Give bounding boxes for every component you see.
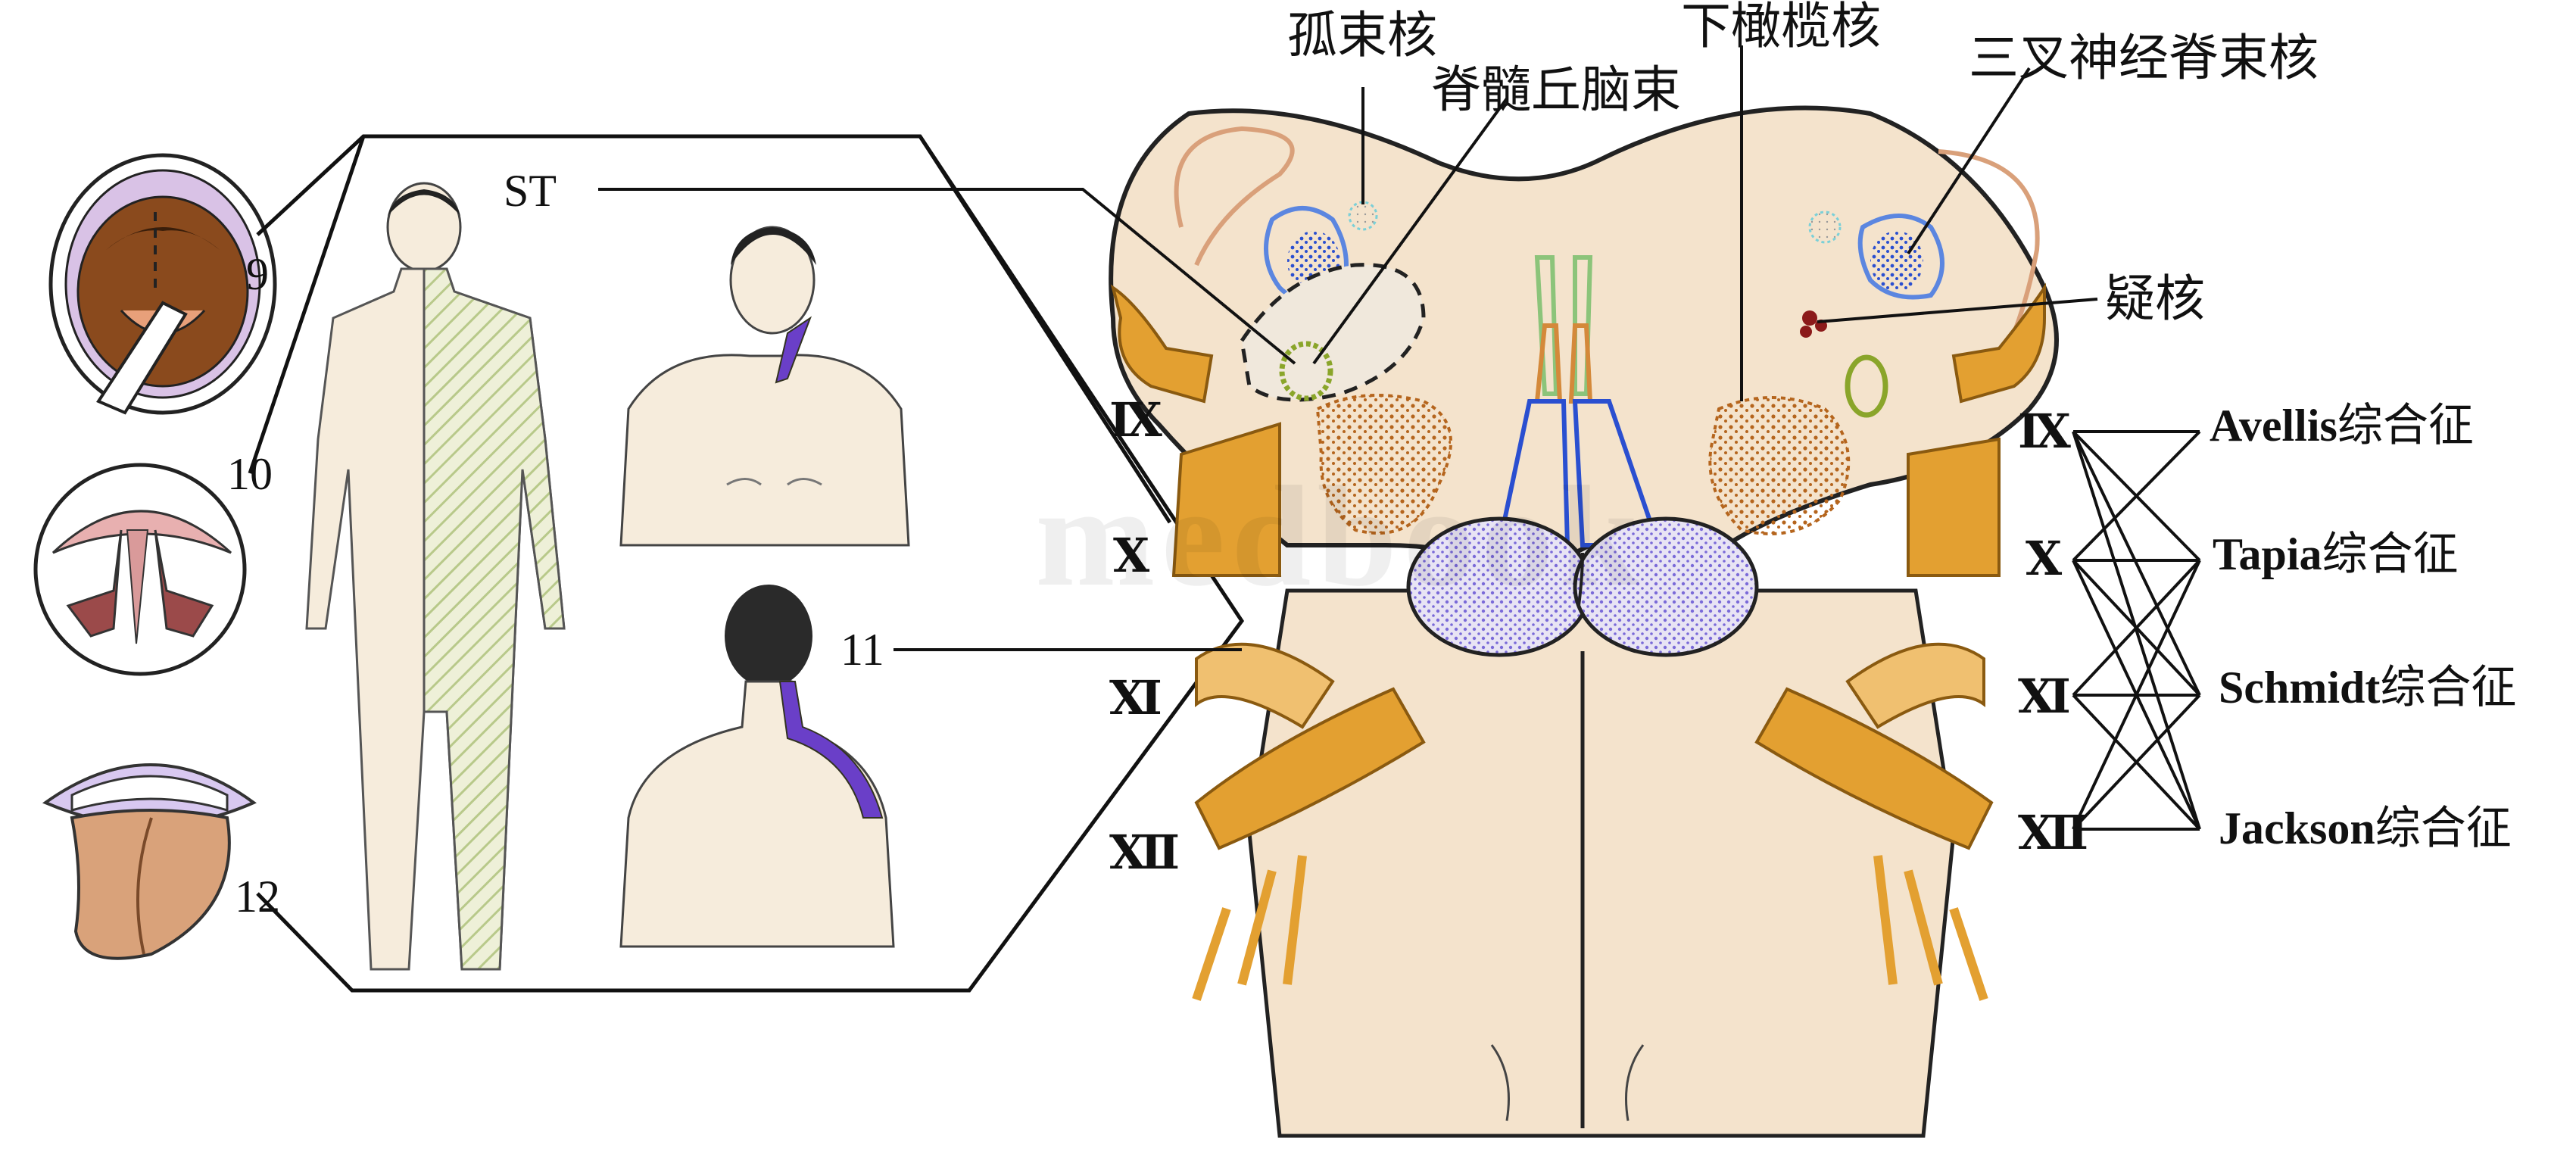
label-10: 10: [227, 449, 273, 499]
region-frame: [248, 134, 1245, 993]
label-st: ST: [504, 166, 557, 216]
syndrome-tapia-cn: 综合征: [2322, 528, 2459, 581]
nerve-right-ix: Ⅸ: [2018, 407, 2071, 458]
syndrome-avellis-cn: 综合征: [2337, 399, 2474, 452]
nerve-left-xii: Ⅻ: [1109, 828, 1180, 879]
leader-lines: [598, 45, 2098, 651]
pyramids: [1406, 516, 1759, 657]
syndrome-schmidt: Schmidt综合征: [2219, 665, 2516, 710]
watermark: medbook: [1035, 457, 1645, 616]
syndrome-jackson-cn: 综合征: [2375, 802, 2512, 855]
nerve-left-ix: Ⅸ: [1109, 395, 1162, 447]
label-9: 9: [246, 249, 269, 299]
nerve-left-x: Ⅹ: [1113, 531, 1149, 582]
medulla-cross-section: [1109, 105, 2059, 1138]
nerve-left-xi: Ⅺ: [1109, 673, 1162, 725]
syndrome-tapia: Tapia综合征: [2213, 532, 2459, 577]
label-nucleus-ambiguus: 疑核: [2105, 270, 2205, 328]
label-spinothalamic-tract: 脊髓丘脑束: [1431, 61, 1681, 119]
larynx-vocal-cords-image: [33, 463, 247, 676]
mouth-palate-image: [48, 153, 277, 415]
syndrome-schmidt-latin: Schmidt: [2219, 663, 2381, 713]
syndrome-tapia-latin: Tapia: [2213, 529, 2322, 579]
torso-front-figure: [619, 226, 910, 547]
tongue-deviation-image: [42, 763, 257, 960]
syndrome-avellis: Avellis综合征: [2210, 403, 2474, 448]
back-figure: [619, 585, 895, 948]
nerve-right-xii: Ⅻ: [2018, 808, 2088, 859]
label-12: 12: [235, 872, 280, 922]
nerve-right-x: Ⅹ: [2026, 534, 2062, 585]
right-nerve-roots: [1754, 282, 2046, 1001]
syndrome-lines: [2072, 430, 2201, 831]
nerve-right-xi: Ⅺ: [2018, 672, 2071, 723]
label-spinal-trigeminal-nucleus: 三叉神经脊束核: [1969, 29, 2319, 87]
label-11: 11: [840, 625, 884, 675]
body-figure: [305, 182, 566, 971]
label-solitary-nucleus: 孤束核: [1287, 6, 1437, 64]
syndrome-jackson: Jackson综合征: [2219, 806, 2512, 851]
label-inferior-olive: 下橄榄核: [1681, 0, 1881, 55]
medulla-body: [1247, 588, 1956, 1138]
left-nerve-roots: [1110, 284, 1426, 1001]
syndrome-jackson-latin: Jackson: [2219, 803, 2375, 853]
syndrome-avellis-latin: Avellis: [2210, 401, 2337, 451]
syndrome-schmidt-cn: 综合征: [2380, 661, 2517, 714]
